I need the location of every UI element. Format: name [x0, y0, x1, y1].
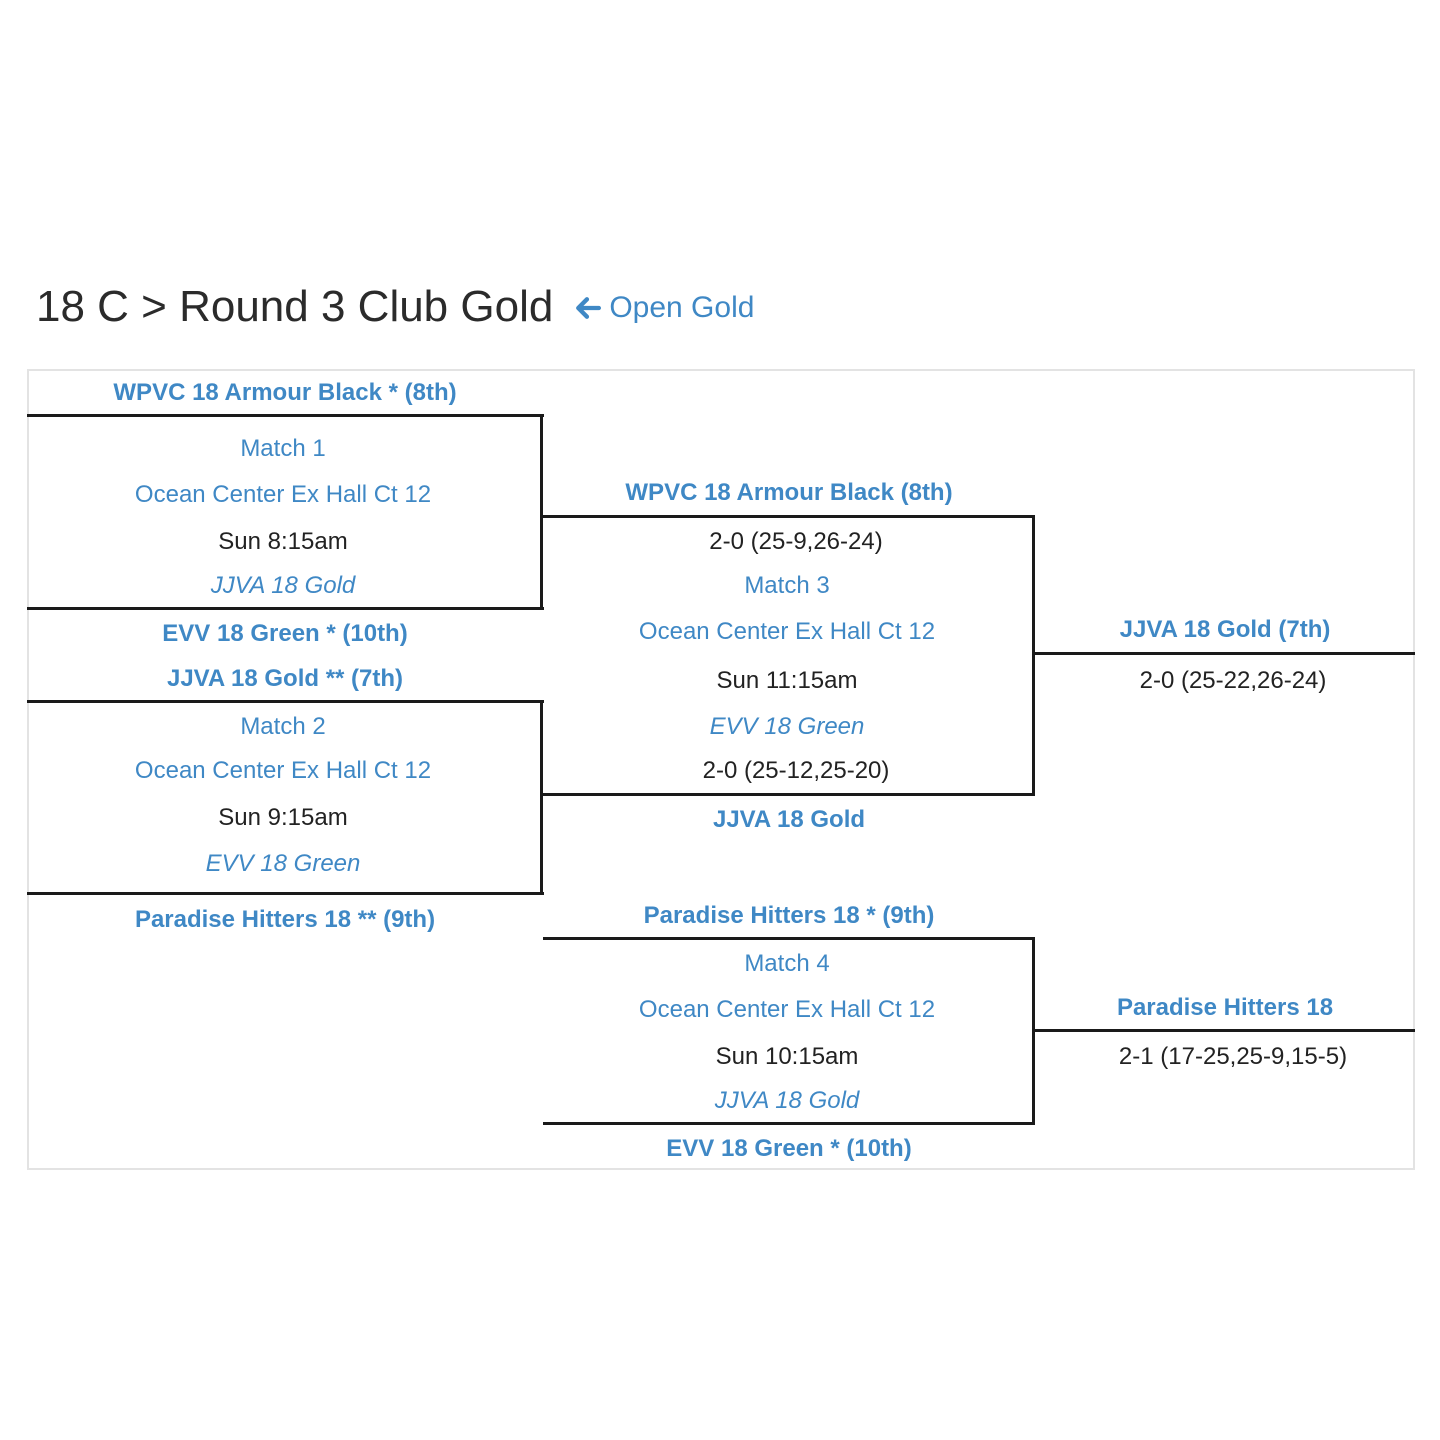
match1-bottom-team[interactable]: EVV 18 Green * (10th): [162, 620, 408, 647]
match3-court[interactable]: Ocean Center Ex Hall Ct 12: [638, 618, 936, 645]
match1-time: Sun 8:15am: [218, 528, 348, 555]
match1-court[interactable]: Ocean Center Ex Hall Ct 12: [134, 481, 432, 508]
winner4-team[interactable]: Paradise Hitters 18: [1116, 994, 1334, 1021]
match2-right-line: [540, 700, 543, 895]
match1-top-team[interactable]: WPVC 18 Armour Black * (8th): [113, 379, 457, 406]
match3-bottom-team[interactable]: JJVA 18 Gold: [712, 806, 866, 833]
match3-time: Sun 11:15am: [716, 667, 858, 694]
match3-bottom-score: 2-0 (25-12,25-20): [702, 757, 890, 784]
match2-top-line: [27, 700, 544, 703]
match2-ref[interactable]: EVV 18 Green: [205, 850, 361, 877]
match1-bottom-line: [27, 607, 544, 610]
winner4-score: 2-1 (17-25,25-9,15-5): [1118, 1043, 1348, 1070]
winner4-line: [1032, 1029, 1415, 1032]
back-link-label: Open Gold: [609, 291, 755, 324]
match2-bottom-line: [27, 892, 544, 895]
match3-ref[interactable]: EVV 18 Green: [709, 713, 865, 740]
match4-bottom-line: [543, 1122, 1035, 1125]
match2-time: Sun 9:15am: [218, 804, 348, 831]
match4-ref[interactable]: JJVA 18 Gold: [714, 1087, 860, 1114]
match3-top-team[interactable]: WPVC 18 Armour Black (8th): [625, 479, 953, 506]
winner3-score: 2-0 (25-22,26-24): [1139, 667, 1327, 694]
match4-top-team[interactable]: Paradise Hitters 18 * (9th): [643, 902, 935, 929]
match2-label[interactable]: Match 2: [240, 713, 326, 740]
match3-bottom-line: [543, 793, 1035, 796]
match4-time: Sun 10:15am: [715, 1043, 859, 1070]
match1-top-line: [27, 414, 544, 417]
match1-label[interactable]: Match 1: [240, 435, 326, 462]
page-title: 18 C > Round 3 Club Gold Open Gold: [36, 282, 754, 332]
title-text: 18 C > Round 3 Club Gold: [36, 282, 554, 331]
winner3-team[interactable]: JJVA 18 Gold (7th): [1119, 616, 1331, 643]
match4-bottom-team[interactable]: EVV 18 Green * (10th): [666, 1135, 912, 1162]
match2-court[interactable]: Ocean Center Ex Hall Ct 12: [134, 757, 432, 784]
match1-ref[interactable]: JJVA 18 Gold: [210, 572, 356, 599]
back-link-open-gold[interactable]: Open Gold: [575, 291, 754, 325]
match1-right-line: [540, 414, 543, 610]
match3-top-score: 2-0 (25-9,26-24): [709, 528, 883, 555]
match4-top-line: [543, 937, 1035, 940]
match4-court[interactable]: Ocean Center Ex Hall Ct 12: [638, 996, 936, 1023]
match3-label[interactable]: Match 3: [744, 572, 830, 599]
match4-label[interactable]: Match 4: [744, 950, 830, 977]
match2-bottom-team[interactable]: Paradise Hitters 18 ** (9th): [134, 906, 436, 933]
arrow-left-icon: [576, 297, 602, 319]
bracket-frame: [27, 369, 1415, 1170]
match3-top-line: [543, 515, 1035, 518]
winner3-line: [1032, 652, 1415, 655]
match3-right-line: [1032, 515, 1035, 796]
match2-top-team[interactable]: JJVA 18 Gold ** (7th): [166, 665, 404, 692]
